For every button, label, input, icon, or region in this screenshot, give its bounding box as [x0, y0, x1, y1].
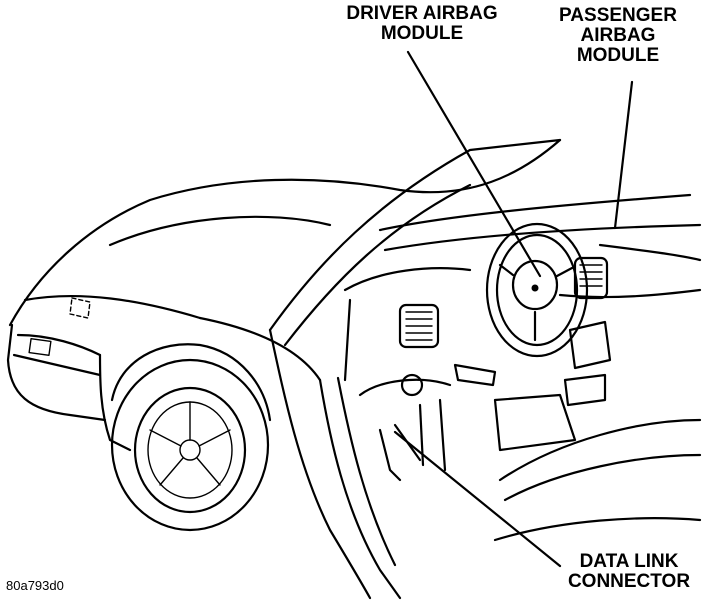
front-wheel	[110, 343, 272, 532]
data-link-connector-label: DATA LINK CONNECTOR	[556, 552, 702, 592]
leader-lines	[393, 50, 634, 568]
passenger-airbag-label-line2: AIRBAG	[580, 24, 656, 46]
data-link-leader	[393, 430, 562, 568]
left-vent	[398, 303, 440, 349]
passenger-airbag-label: PASSENGER AIRBAG MODULE	[548, 6, 688, 66]
car-body	[6, 138, 562, 600]
driver-airbag-label-line1: DRIVER AIRBAG	[346, 3, 498, 24]
seat	[378, 418, 702, 542]
driver-airbag-label-line2: MODULE	[380, 22, 464, 44]
data-link-label-line1: DATA LINK	[579, 551, 679, 572]
figure-code: 80a793d0	[6, 578, 64, 593]
steering-wheel	[485, 222, 589, 358]
passenger-airbag-label-line3: MODULE	[576, 44, 660, 66]
driver-airbag-label: DRIVER AIRBAG MODULE	[322, 4, 522, 44]
data-link-label-line2: CONNECTOR	[567, 570, 691, 592]
passenger-airbag-leader	[613, 80, 634, 230]
passenger-airbag-label-line1: PASSENGER	[559, 5, 677, 26]
driver-airbag-leader	[406, 50, 542, 278]
right-vent	[573, 256, 609, 300]
